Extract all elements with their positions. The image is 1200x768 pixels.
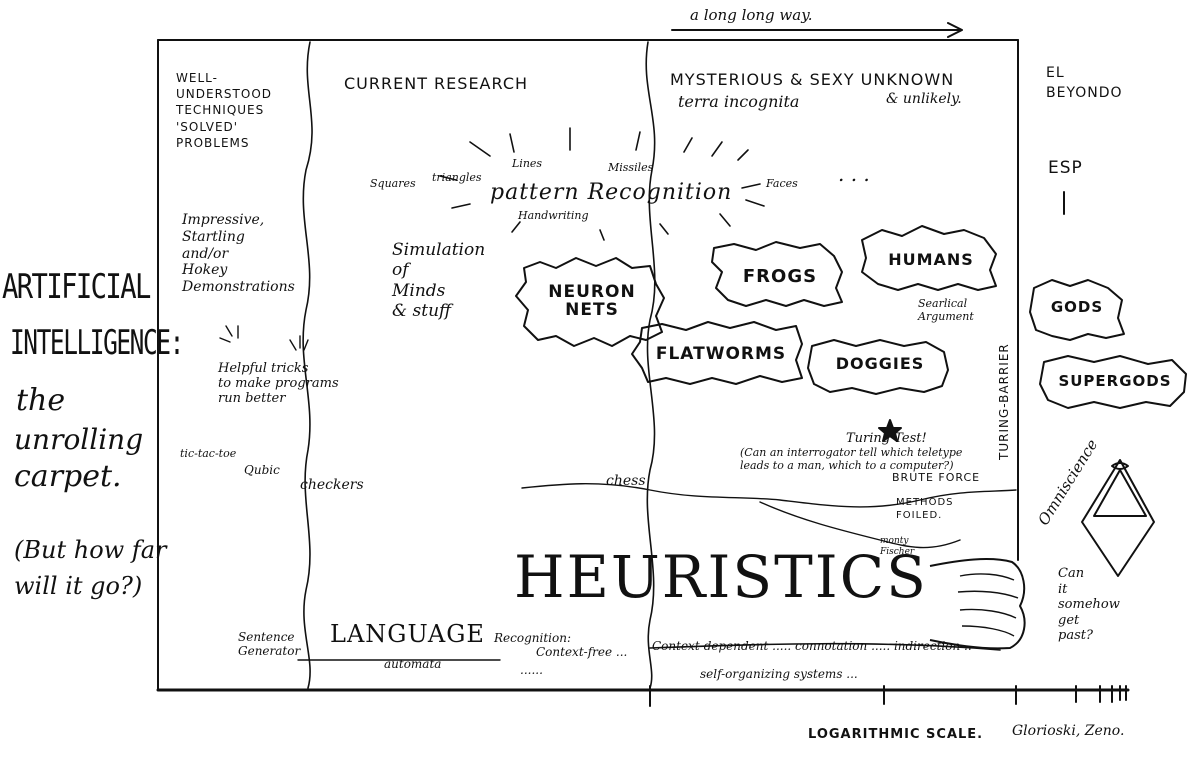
note-can-it: Can it somehow get past? — [1058, 566, 1120, 644]
sparks — [220, 326, 308, 350]
note-turing-barrier: TURING-BARRIER — [998, 343, 1010, 460]
pattern-faces: Faces — [766, 178, 798, 189]
top-arrow-label: a long long way. — [690, 8, 812, 23]
hand-fingers — [958, 574, 1018, 636]
pattern-label: pattern Recognition — [490, 182, 732, 204]
title-line-1: ARTIFICIAL — [2, 270, 150, 304]
pattern-handwriting: Handwriting — [518, 210, 589, 221]
title-line-2: INTELLIGENCE: — [10, 326, 183, 360]
game-chess: chess — [606, 474, 646, 488]
title-question: (But how far will it go?) — [14, 532, 166, 604]
footer-scale: LOGARITHMIC SCALE. — [808, 728, 983, 741]
title-line-4: unrolling — [14, 426, 143, 454]
eye — [1112, 463, 1128, 469]
language-recognition: Recognition: — [494, 632, 571, 644]
region-unlikely: & unlikely. — [886, 92, 962, 106]
game-tictactoe: tic-tac-toe — [180, 448, 236, 459]
title-line-3: the — [16, 386, 65, 416]
cloud-label-supergods: SUPERGODS — [1050, 374, 1180, 390]
note-brute-force: BRUTE FORCE — [892, 472, 980, 483]
pattern-dots: . . . — [838, 164, 870, 184]
region-terra-incognita: terra incognita — [678, 94, 799, 110]
game-qubic: Qubic — [244, 464, 280, 476]
pattern-squares: Squares — [370, 178, 416, 189]
region-current-research: CURRENT RESEARCH — [344, 76, 528, 92]
cloud-label-neuron-nets: NEURON NETS — [530, 284, 654, 320]
note-searle: Searlical Argument — [918, 298, 974, 323]
pattern-lines: Lines — [512, 158, 542, 169]
note-esp: ESP — [1048, 160, 1083, 177]
note-simulation: Simulation of Minds & stuff — [392, 240, 485, 322]
region-el-beyondo: EL BEYONDO — [1046, 64, 1123, 103]
note-impressive: Impressive, Startling and/or Hokey Demon… — [182, 212, 295, 296]
language-sentence-generator: Sentence Generator — [238, 630, 300, 659]
language-context-dependent: Context-dependent ..... connotation ....… — [652, 640, 972, 652]
language-self-organizing: self-organizing systems ... — [700, 668, 858, 680]
language-dots: ...... — [520, 664, 543, 676]
cloud-label-doggies: DOGGIES — [818, 356, 942, 373]
pattern-triangles: triangles — [432, 172, 482, 183]
top-arrow — [672, 23, 962, 37]
heuristics-label: HEURISTICS — [514, 548, 928, 606]
language-label: LANGUAGE — [330, 622, 485, 646]
region-well-understood: WELL- UNDERSTOOD TECHNIQUES 'SOLVED' PRO… — [176, 70, 272, 151]
note-helpful: Helpful tricks to make programs run bett… — [218, 362, 339, 407]
title-line-5: carpet. — [14, 462, 122, 492]
language-automata: automata — [384, 658, 441, 670]
note-turing-test: Turing Test! — [846, 432, 927, 445]
footer-credit: Glorioski, Zeno. — [1012, 724, 1124, 738]
note-methods-foiled: METHODS FOILED. — [896, 496, 954, 522]
game-checkers: checkers — [300, 478, 364, 492]
hand — [930, 559, 1025, 648]
note-turing-detail: (Can an interrogator tell which teletype… — [740, 446, 962, 472]
language-context-free: Context-free ... — [536, 646, 627, 658]
region-mysterious: MYSTERIOUS & SEXY UNKNOWN — [670, 72, 954, 88]
cloud-label-gods: GODS — [1036, 300, 1118, 316]
cloud-label-flatworms: FLATWORMS — [646, 346, 796, 364]
pattern-missiles: Missiles — [608, 162, 653, 173]
cloud-label-humans: HUMANS — [872, 252, 990, 269]
omniscience-diamond — [1082, 460, 1154, 576]
cloud-label-frogs: FROGS — [724, 268, 836, 287]
